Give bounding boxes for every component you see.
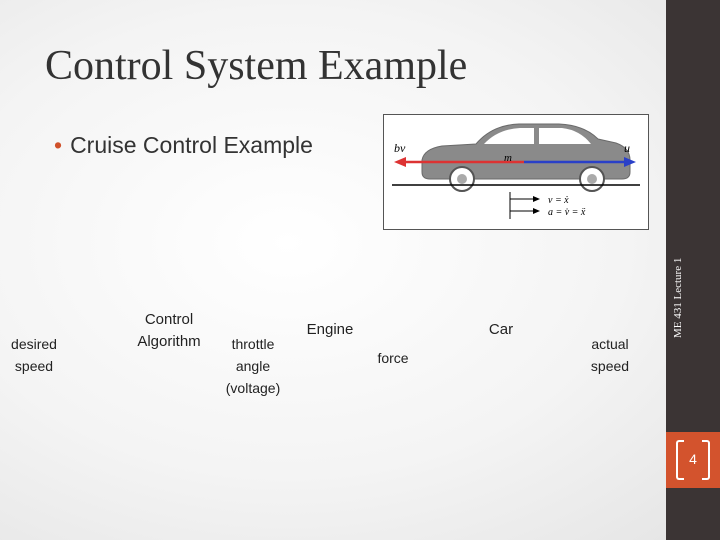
lecture-label: ME 431 Lecture 1	[672, 257, 684, 338]
car-window-rear	[539, 128, 591, 144]
throttle-signal-label: throttle angle (voltage)	[225, 336, 281, 396]
bullet-text: Cruise Control Example	[70, 132, 313, 158]
bullet-item: • Cruise Control Example	[54, 132, 313, 159]
engine-block: Engine	[306, 321, 354, 338]
bracket-left-icon	[676, 440, 684, 480]
equation-acceleration: a = v̇ = ẍ	[548, 207, 586, 218]
arrow-left-head	[394, 157, 406, 167]
output-label: actual speed	[590, 336, 630, 374]
equation-velocity: v = ẋ	[548, 195, 569, 206]
force-signal-label: force	[377, 350, 409, 366]
car-figure: bv u m v = ẋ a = v̇ = ẍ	[383, 114, 649, 230]
control-algorithm-block: Control Algorithm	[137, 311, 201, 350]
input-label: desired speed	[11, 336, 57, 374]
arrow-right-head	[624, 157, 636, 167]
mass-label: m	[504, 152, 512, 164]
page-number: 4	[689, 451, 697, 467]
force-label-right: u	[624, 141, 630, 155]
car-block: Car	[488, 321, 514, 338]
page-number-box: 4	[666, 432, 720, 488]
slide-title: Control System Example	[45, 43, 468, 89]
car-window-front	[484, 128, 534, 144]
bracket-right-icon	[702, 440, 710, 480]
bullet-dot-icon: •	[54, 132, 63, 158]
force-label-left: bv	[394, 141, 406, 155]
car-diagram: bv u m v = ẋ a = v̇ = ẍ	[392, 123, 640, 219]
